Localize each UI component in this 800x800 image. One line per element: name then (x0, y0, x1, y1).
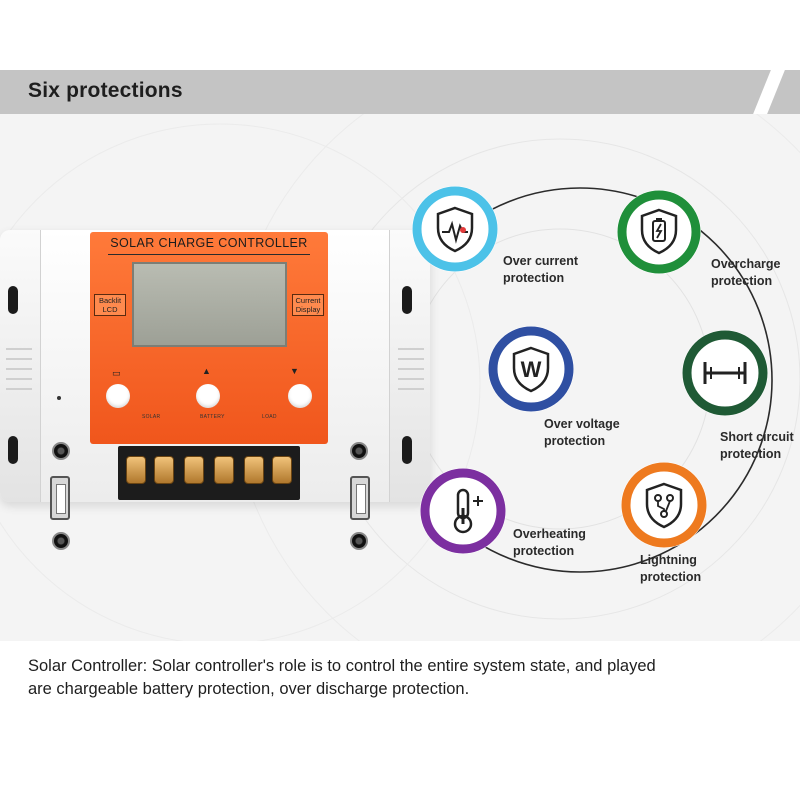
load-icon: ▼ (290, 366, 299, 376)
vent-line (6, 368, 32, 370)
vent-line (398, 378, 424, 380)
control-button-2[interactable] (196, 384, 220, 408)
warning-icon: ▲ (202, 366, 211, 376)
section-title: Six protections (28, 79, 183, 102)
description-line-2: are chargeable battery protection, over … (28, 680, 470, 698)
vent-line (6, 388, 32, 390)
over-current-node (412, 186, 498, 272)
screw-knob (350, 442, 368, 460)
screw-knob (52, 442, 70, 460)
mount-slot (402, 286, 412, 314)
usb-port-left (50, 476, 70, 520)
description-line-1: Solar Controller: Solar controller's rol… (28, 657, 656, 675)
control-button-1[interactable] (106, 384, 130, 408)
current-display-label: Current Display (292, 294, 324, 316)
terminal-screw (184, 456, 204, 484)
overcharge-node (617, 190, 701, 274)
section-header: Six protections (0, 70, 800, 114)
screw-knob (52, 532, 70, 550)
terminal-block (118, 446, 300, 500)
over-voltage-node: W (488, 326, 574, 412)
short-circuit-node (682, 330, 768, 416)
thermometer-icon (420, 468, 506, 554)
terminal-screw (126, 456, 146, 484)
segment-battery: BATTERY (200, 414, 225, 420)
shield-w-icon: W (488, 326, 574, 412)
battery-icon: ▭ (112, 368, 121, 378)
segment-solar: SOLAR (142, 414, 161, 420)
vent-line (398, 348, 424, 350)
segment-load: LOAD (262, 414, 277, 420)
lightning-node (621, 462, 707, 548)
mount-slot (8, 286, 18, 314)
backlit-lcd-label: Backlit LCD (94, 294, 126, 316)
screw-knob (350, 532, 368, 550)
terminal-screw (244, 456, 264, 484)
vent-line (6, 348, 32, 350)
description-text: Solar Controller: Solar controller's rol… (28, 655, 788, 701)
svg-text:W: W (521, 357, 542, 382)
mount-slot (8, 436, 18, 464)
vent-line (6, 358, 32, 360)
lcd-screen (132, 262, 287, 347)
vent-line (398, 358, 424, 360)
terminal-screw (154, 456, 174, 484)
product-illustration: SOLAR CHARGE CONTROLLER Backlit LCD Curr… (0, 114, 800, 641)
battery-charge-icon (617, 190, 701, 274)
header-stripe (753, 70, 785, 114)
vent-line (398, 388, 424, 390)
brand-underline (108, 254, 310, 255)
usb-port-right (350, 476, 370, 520)
mount-slot (402, 436, 412, 464)
terminal-screw (272, 456, 292, 484)
controller-brand: SOLAR CHARGE CONTROLLER (110, 236, 308, 250)
shield-pulse-icon (412, 186, 498, 272)
vent-line (398, 368, 424, 370)
terminal-screw (214, 456, 234, 484)
control-button-3[interactable] (288, 384, 312, 408)
controller-face: SOLAR CHARGE CONTROLLER Backlit LCD Curr… (90, 232, 328, 444)
shield-circuit-icon (621, 462, 707, 548)
short-circuit-icon (682, 330, 768, 416)
overheating-node (420, 468, 506, 554)
indicator-led (57, 396, 61, 400)
vent-line (6, 378, 32, 380)
